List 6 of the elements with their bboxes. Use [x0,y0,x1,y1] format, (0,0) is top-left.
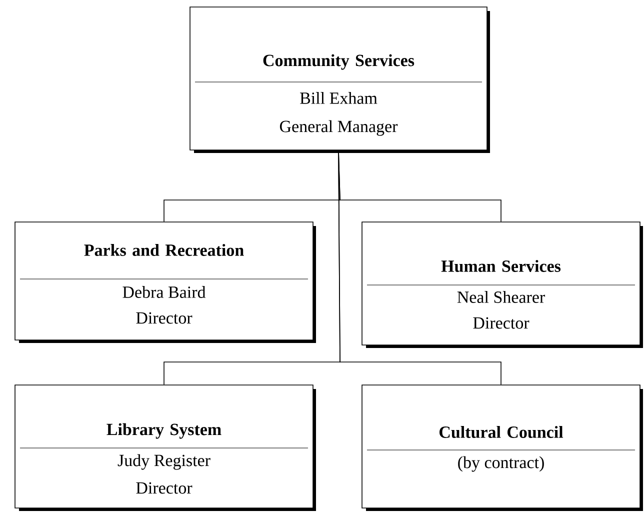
org-box: Human Services Neal Shearer Director [362,222,643,348]
org-box: Cultural Council (by contract) [362,384,643,511]
org-box: Library System Judy Register Director [14,384,316,511]
connector-line [338,150,502,385]
org-box: Parks and Recreation Debra Baird Director [14,222,316,343]
org-box: Community Services Bill Exham General Manager [190,6,490,153]
